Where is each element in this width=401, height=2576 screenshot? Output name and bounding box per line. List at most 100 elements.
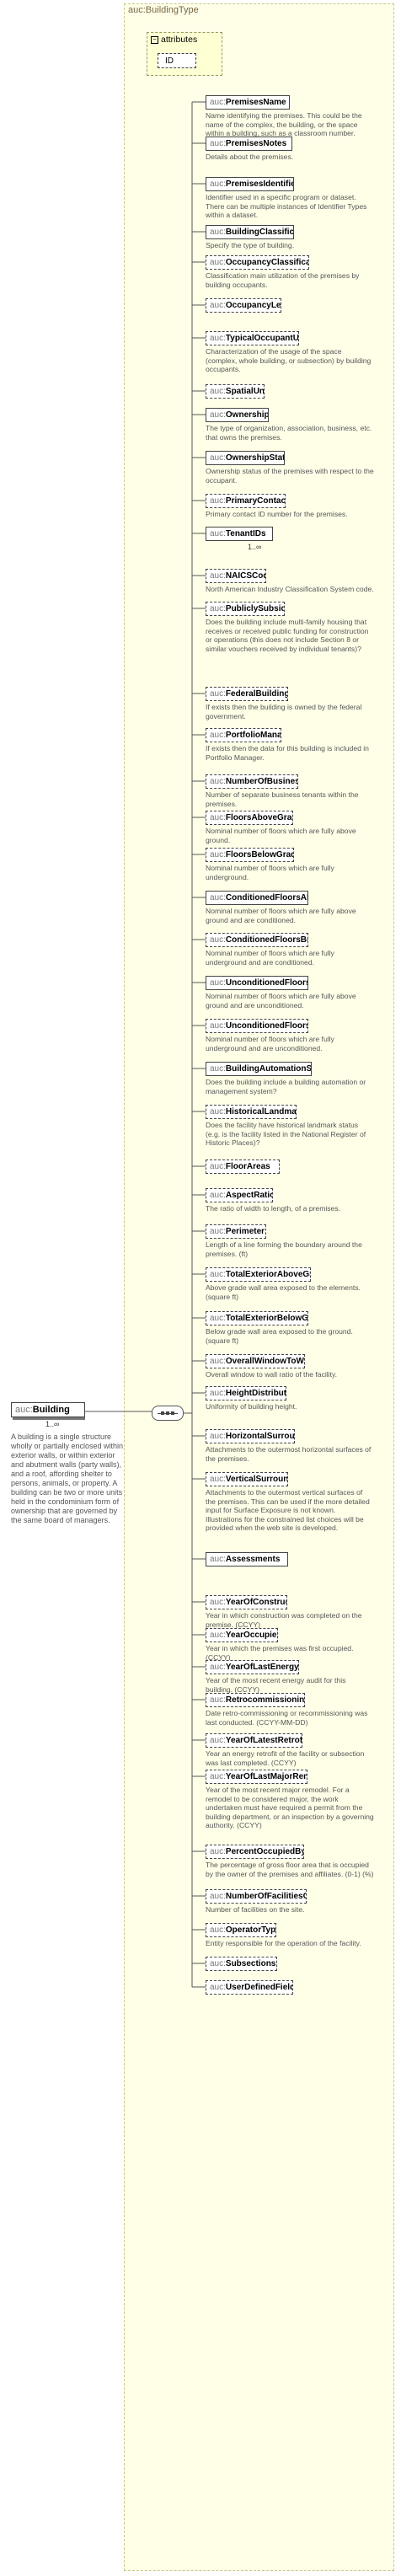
root-documentation: A building is a single structure wholly … (11, 1433, 124, 1524)
element-heightdistribution[interactable]: auc:HeightDistribution (206, 1386, 286, 1400)
element-prefix: auc: (210, 571, 226, 581)
element-naicscode[interactable]: auc:NAICSCode (206, 569, 266, 583)
element-yearoccupied[interactable]: auc:YearOccupied (206, 1628, 278, 1642)
element-prefix: auc: (210, 1555, 226, 1564)
element-documentation: North American Industry Classification S… (206, 585, 374, 593)
element-prefix: auc: (210, 1925, 226, 1935)
element-documentation: Year of the most recent major remodel. F… (206, 1786, 374, 1829)
element-aspectratio[interactable]: auc:AspectRatio (206, 1188, 273, 1202)
element-documentation: Entity responsible for the operation of … (206, 1939, 361, 1947)
attributes-title: attributes (161, 35, 198, 45)
element-prefix: auc: (210, 1357, 226, 1366)
element-typicaloccupantusages[interactable]: auc:TypicalOccupantUsages (206, 331, 299, 345)
element-name: YearOfConstruction (225, 1598, 286, 1607)
element-occupancylevels[interactable]: auc:OccupancyLevels (206, 298, 281, 313)
element-conditionedfloorsabovegr[interactable]: auc:ConditionedFloorsAboveGr... (206, 891, 308, 905)
element-prefix: auc: (210, 139, 226, 148)
element-name: OccupancyClassification (225, 258, 308, 267)
element-prefix: auc: (210, 258, 226, 267)
element-name: Ownership (225, 410, 269, 420)
element-name: PercentOccupiedByOwner (225, 1847, 303, 1856)
element-yearoflatestretrofit[interactable]: auc:YearOfLatestRetrofit (206, 1733, 302, 1748)
element-prefix: auc: (210, 777, 226, 786)
element-documentation: Name identifying the premises. This coul… (206, 111, 362, 137)
element-userdefinedfields[interactable]: auc:UserDefinedFields (206, 1980, 293, 1995)
element-documentation: Length of a line forming the boundary ar… (206, 1240, 362, 1258)
element-spatialunits[interactable]: auc:SpatialUnits (206, 384, 265, 399)
element-documentation: The type of organization, association, b… (206, 424, 372, 442)
element-prefix: auc: (210, 1162, 226, 1171)
element-perimeter[interactable]: auc:Perimeter (206, 1224, 266, 1239)
element-retrocommissioningdate[interactable]: auc:RetrocommissioningDate (206, 1693, 305, 1707)
element-documentation: Primary contact ID number for the premis… (206, 510, 348, 518)
element-name: UnconditionedFloorsAbove... (225, 978, 307, 988)
element-documentation: Ownership status of the premises with re… (206, 467, 374, 485)
element-prefix: auc: (210, 228, 226, 237)
element-operatortype[interactable]: auc:OperatorType (206, 1923, 276, 1937)
element-numberoffacilitiesonsite[interactable]: auc:NumberOfFacilitiesOnSite (206, 1889, 307, 1904)
root-bar (13, 1417, 85, 1420)
element-documentation: Nominal number of floors which are fully… (206, 827, 356, 844)
element-tenantids[interactable]: auc:TenantIDs (206, 527, 273, 541)
element-historicallandmark[interactable]: auc:HistoricalLandmark (206, 1105, 297, 1119)
element-prefix: auc: (210, 1983, 226, 1992)
element-overallwindowtowallratio[interactable]: auc:OverallWindowToWallRatio (206, 1354, 305, 1368)
element-totalexteriorabovegradew[interactable]: auc:TotalExteriorAboveGradeW... (206, 1267, 311, 1282)
element-name: ConditionedFloorsAboveGr... (225, 893, 307, 902)
element-prefix: auc: (210, 387, 226, 396)
element-prefix: auc: (210, 1598, 226, 1607)
element-name: BuildingClassification (225, 228, 294, 237)
element-prefix: auc: (210, 1191, 226, 1200)
element-yearoflastenergyaudit[interactable]: auc:YearOfLastEnergyAudit (206, 1660, 299, 1674)
element-documentation: Specify the type of building. (206, 241, 295, 249)
attributes-group[interactable]: −attributes ID (147, 32, 222, 76)
element-prefix: auc: (210, 1475, 226, 1484)
element-assessments[interactable]: auc:Assessments (206, 1552, 288, 1566)
element-ownershipstatus[interactable]: auc:OwnershipStatus (206, 451, 285, 465)
root-element-building[interactable]: auc:Building (11, 1402, 85, 1417)
element-prefix: auc: (210, 529, 226, 538)
element-buildingautomationsystem[interactable]: auc:BuildingAutomationSystem (206, 1062, 312, 1076)
element-federalbuilding[interactable]: auc:FederalBuilding (206, 687, 288, 701)
element-yearofconstruction[interactable]: auc:YearOfConstruction (206, 1595, 287, 1609)
element-premisesidentifiers[interactable]: auc:PremisesIdentifiers (206, 177, 294, 191)
element-buildingclassification[interactable]: auc:BuildingClassification (206, 225, 294, 239)
element-documentation: Date retro-commissioning or recommission… (206, 1709, 368, 1727)
element-documentation: Nominal number of floors which are fully… (206, 907, 356, 924)
element-occupancyclassification[interactable]: auc:OccupancyClassification (206, 255, 309, 270)
element-conditionedfloorsbelowgr[interactable]: auc:ConditionedFloorsBelowGr... (206, 933, 308, 947)
element-name: NAICSCode (225, 571, 265, 581)
element-premisesname[interactable]: auc:PremisesName (206, 95, 290, 110)
element-documentation: Nominal number of floors which are fully… (206, 949, 334, 967)
sequence-compositor[interactable] (152, 1406, 184, 1421)
element-prefix: auc: (210, 1432, 226, 1441)
element-prefix: auc: (210, 893, 226, 902)
element-subsections[interactable]: auc:Subsections (206, 1957, 277, 1971)
element-documentation: Details about the premises. (206, 153, 294, 161)
element-verticalsurroundings[interactable]: auc:VerticalSurroundings (206, 1472, 288, 1486)
element-percentoccupiedbyowner[interactable]: auc:PercentOccupiedByOwner (206, 1845, 304, 1859)
collapse-icon[interactable]: − (151, 35, 158, 44)
element-floorsbelowgrade[interactable]: auc:FloorsBelowGrade (206, 848, 294, 862)
element-ownership[interactable]: auc:Ownership (206, 408, 269, 422)
element-premisesnotes[interactable]: auc:PremisesNotes (206, 137, 292, 151)
element-prefix: auc: (210, 410, 226, 420)
element-yearoflastmajorremodel[interactable]: auc:YearOfLastMajorRemodel (206, 1770, 307, 1784)
element-floorsabovegrade[interactable]: auc:FloorsAboveGrade (206, 811, 293, 825)
element-prefix: auc: (210, 1227, 226, 1236)
element-numberofbusinesses[interactable]: auc:NumberOfBusinesses (206, 774, 298, 789)
type-container (124, 3, 394, 2571)
element-floorareas[interactable]: auc:FloorAreas (206, 1159, 280, 1174)
element-name: PrimaryContactID (225, 496, 286, 506)
element-documentation: Attachments to the outermost horizontal … (206, 1445, 372, 1463)
element-primarycontactid[interactable]: auc:PrimaryContactID (206, 494, 286, 508)
attribute-id[interactable]: ID (158, 53, 196, 68)
element-totalexteriorbelowgradew[interactable]: auc:TotalExteriorBelowGradeW... (206, 1311, 308, 1325)
element-publiclysubsidized[interactable]: auc:PubliclySubsidized (206, 602, 285, 616)
element-prefix: auc: (210, 453, 226, 463)
element-horizontalsurroundings[interactable]: auc:HorizontalSurroundings (206, 1429, 295, 1443)
element-unconditionedfloorsbelow[interactable]: auc:UnconditionedFloorsBelow... (206, 1019, 308, 1033)
element-unconditionedfloorsabove[interactable]: auc:UnconditionedFloorsAbove... (206, 976, 308, 990)
